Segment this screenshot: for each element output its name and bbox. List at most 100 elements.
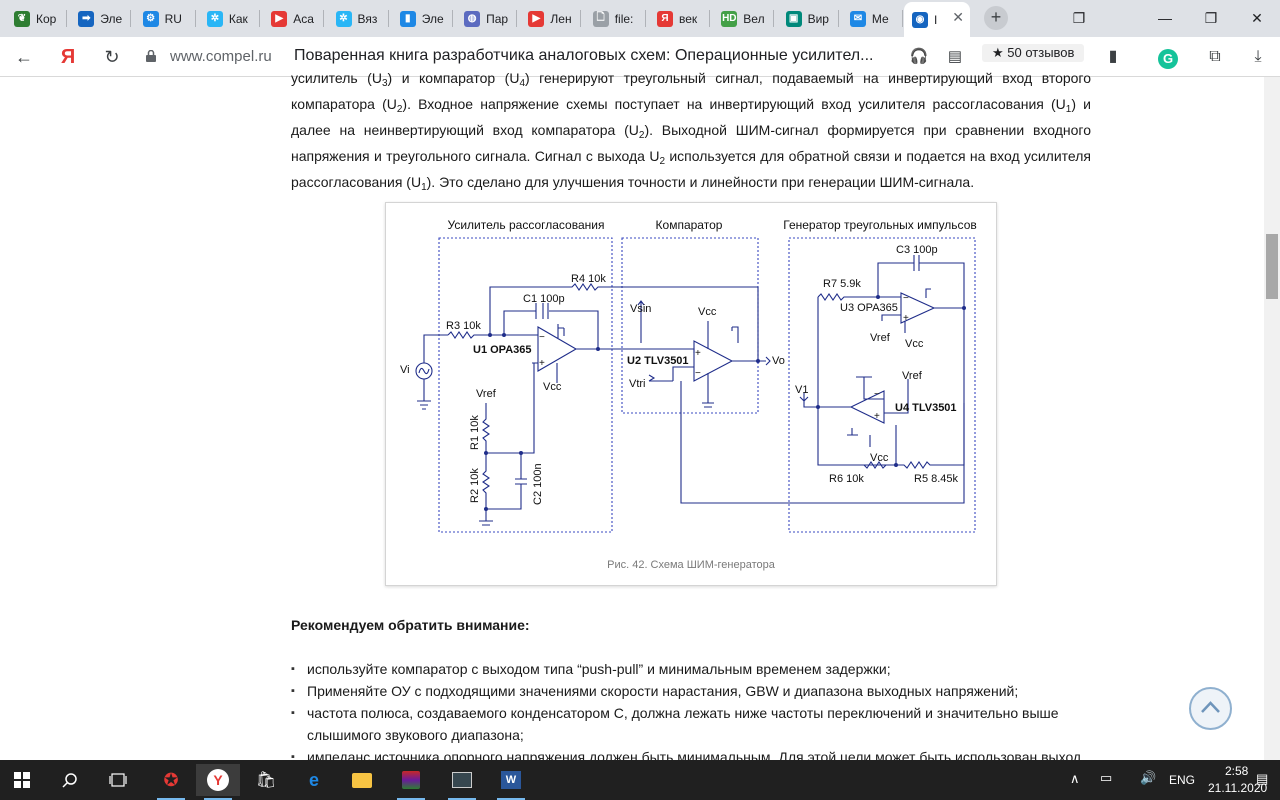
close-tab-icon[interactable]: ✕ [952, 9, 964, 25]
tab-actions-icon[interactable]: ❐ [1072, 10, 1086, 26]
minimize-button[interactable]: — [1158, 10, 1172, 26]
label-r7: R7 5.9k [823, 278, 861, 290]
browser-tab[interactable]: 🗋file: [585, 4, 645, 33]
reload-icon[interactable]: ↻ [104, 47, 120, 67]
label-vref4: Vref [902, 370, 923, 382]
browser-tab[interactable]: ✲Как [199, 4, 259, 33]
clock-time[interactable]: 2:58 [1225, 764, 1249, 778]
label-v1: V1 [795, 384, 808, 396]
star-icon: ✲ [206, 10, 223, 27]
windows-start-icon[interactable] [0, 764, 44, 796]
tray-expand-icon[interactable]: ∧ [1070, 771, 1080, 786]
scrollbar-thumb[interactable] [1266, 234, 1278, 299]
winrar-icon[interactable] [389, 764, 433, 800]
task-view-icon[interactable] [96, 764, 140, 796]
label-u1: U1 OPA365 [473, 344, 532, 356]
notes-icon[interactable]: ▭ [1100, 770, 1113, 785]
svg-text:−: − [903, 293, 909, 304]
intro-text: усилитель (U [291, 70, 382, 86]
tab-label: Вел [743, 11, 765, 26]
browser-tab[interactable]: ✉Ме [842, 4, 902, 33]
arrow-icon: ➡ [78, 10, 95, 27]
block-comparator [621, 237, 759, 414]
tab-separator [580, 10, 582, 27]
svg-text:−: − [539, 332, 545, 343]
figure-caption: Рис. 42. Схема ШИМ-генератора [607, 559, 775, 571]
label-r1: R1 10k [469, 415, 481, 450]
close-window-button[interactable]: ✕ [1251, 10, 1263, 26]
yandex-browser-icon[interactable]: Y [196, 764, 240, 800]
svg-text:+: + [695, 348, 701, 359]
browser-tab[interactable]: ❦Кор [6, 4, 66, 33]
tab-separator [773, 10, 775, 27]
reviews-badge[interactable]: ★ 50 отзывов [982, 44, 1085, 62]
maximize-button[interactable]: ❐ [1204, 10, 1218, 26]
hd-icon: HD [721, 10, 738, 27]
browser-tab[interactable]: HD Вел [713, 4, 773, 33]
new-tab-button[interactable]: + [984, 6, 1008, 30]
browser-tab[interactable]: ▣ Вир [778, 4, 838, 33]
schematic-figure: Усилитель рассогласования Компаратор Ген… [385, 202, 997, 586]
file-explorer-icon[interactable] [340, 764, 384, 796]
search-icon[interactable] [48, 764, 92, 796]
subscript-index: 1 [421, 182, 427, 193]
tab-label: Вяз [357, 11, 378, 26]
intro-text: ). Выходной ШИМ-сигнал формируется при с… [291, 122, 1091, 164]
label-r3: R3 10k [446, 320, 481, 332]
browser-tab[interactable]: ➡Эле [70, 4, 130, 33]
notification-icon[interactable]: ▤ [1256, 771, 1269, 786]
svg-text:+: + [539, 358, 545, 369]
label-r6: R6 10k [829, 473, 864, 485]
scrollbar-track[interactable] [1264, 77, 1280, 760]
browser-tab[interactable]: ▮Эле [392, 4, 452, 33]
reader-icon[interactable]: ▤ [947, 48, 963, 65]
browser-tab[interactable]: ◍Пар [456, 4, 516, 33]
url-domain[interactable]: www.compel.ru [170, 48, 272, 65]
svg-text:−: − [874, 389, 880, 400]
tab-label: I [934, 12, 938, 27]
list-item: Применяйте ОУ с подходящими значениями с… [291, 680, 1091, 702]
intro-text: ). Входное напряжение схемы поступает на… [402, 96, 1066, 112]
bookmark-icon[interactable]: ▮ [1108, 48, 1118, 65]
browser-tab[interactable]: ✲Вяз [328, 4, 388, 33]
collections-icon[interactable]: ⧉ [1209, 48, 1221, 65]
label-c3: C3 100p [896, 244, 938, 256]
page-title[interactable]: Поваренная книга разработчика аналоговых… [294, 47, 874, 64]
download-icon[interactable]: ⤓ [1254, 48, 1262, 65]
subscript-index: 1 [1065, 104, 1072, 115]
recommend-heading: Рекомендуем обратить внимание: [291, 617, 530, 633]
browser-tab[interactable]: ◉I✕ [904, 2, 970, 37]
edge-icon[interactable]: e [308, 769, 319, 790]
speaker-icon[interactable]: 🔊 [1140, 770, 1157, 785]
chat-icon: ✉ [849, 10, 866, 27]
leaf-icon: ❦ [14, 10, 30, 27]
article-intro: усилитель (U3) и компаратор (U4) генерир… [291, 68, 1091, 198]
tab-label: век [679, 11, 698, 26]
clock-date[interactable]: 21.11.2020 [1208, 781, 1268, 795]
list-item: частота полюса, создаваемого конденсатор… [291, 702, 1091, 746]
word-icon[interactable]: W [489, 764, 533, 800]
address-bar: ← Я ↻ www.compel.ru Поваренная книга раз… [0, 37, 1280, 77]
section-label-error-amp: Усилитель рассогласования [448, 218, 605, 232]
store-icon[interactable]: 🛍 [255, 772, 277, 789]
section-label-triangle-gen: Генератор треугольных импульсов [783, 218, 977, 232]
tab-strip: ❦Кор➡Эле⚙RU✲Как▶Аса✲Вяз▮Эле◍Пар▶Лен🗋file… [0, 0, 1280, 37]
browser-tab[interactable]: ▶Лен [520, 4, 580, 33]
language-indicator[interactable]: ENG [1169, 773, 1196, 787]
tab-label: Вир [807, 11, 829, 26]
subscript-index: 3 [381, 78, 388, 89]
back-icon[interactable]: ← [15, 47, 33, 67]
label-vref1: Vref [476, 388, 497, 400]
headphones-icon[interactable]: 🎧 [909, 48, 929, 65]
tab-separator [387, 10, 389, 27]
book-icon: ▣ [785, 10, 802, 27]
media-player-icon[interactable] [440, 764, 484, 800]
yandex-icon[interactable]: Я [60, 46, 76, 68]
antivirus-app-icon[interactable]: ✪ [149, 764, 193, 800]
grammarly-icon[interactable]: G [1156, 45, 1180, 69]
label-u3: U3 OPA365 [840, 302, 898, 314]
browser-tab[interactable]: ▶Аса [263, 4, 323, 33]
browser-tab[interactable]: ⚙RU [135, 4, 195, 33]
scroll-to-top-button[interactable] [1189, 687, 1232, 730]
